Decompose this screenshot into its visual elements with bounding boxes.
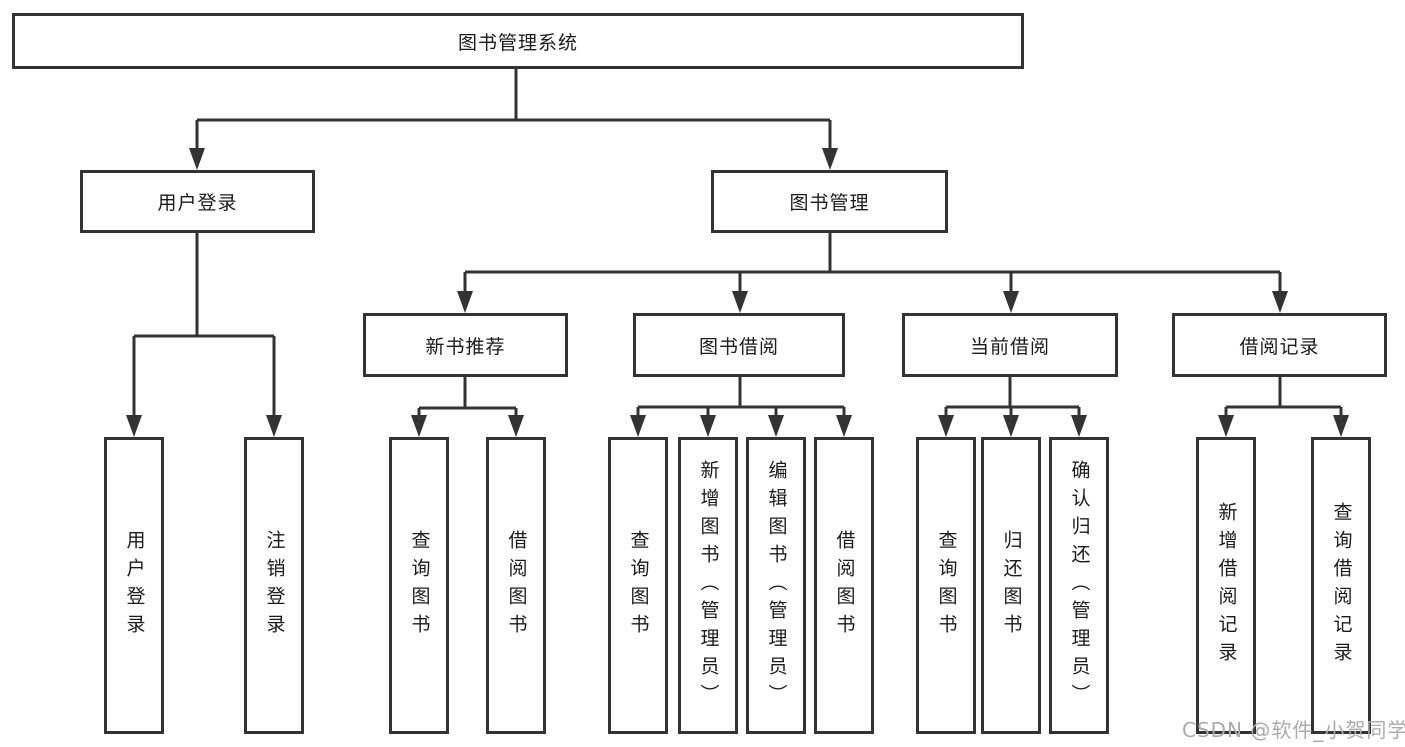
leaf-query-books-1-label: 查询图书 — [408, 529, 431, 642]
node-user-login: 用户登录 — [80, 170, 315, 233]
connector-user-login — [132, 233, 276, 417]
node-root-label: 图书管理系统 — [457, 31, 578, 54]
node-new-book-recommend-label: 新书推荐 — [425, 335, 506, 358]
leaf-user-login: 用户登录 — [104, 437, 164, 734]
node-root: 图书管理系统 — [12, 13, 1024, 69]
leaf-return-books-label: 归还图书 — [1000, 529, 1023, 642]
leaf-return-books: 归还图书 — [981, 437, 1041, 734]
node-book-borrow: 图书借阅 — [633, 313, 845, 377]
connector-new-book-recommend — [417, 377, 518, 417]
leaf-borrow-books-2-label: 借阅图书 — [833, 529, 856, 642]
leaf-query-books-2: 查询图书 — [608, 437, 668, 734]
leaf-borrow-books-1: 借阅图书 — [486, 437, 546, 734]
leaf-logout: 注销登录 — [244, 437, 304, 734]
leaf-add-books-admin-label: 新增图书（管理员） — [697, 459, 720, 712]
leaf-logout-label: 注销登录 — [263, 529, 286, 642]
leaf-add-books-admin: 新增图书（管理员） — [678, 437, 738, 734]
leaf-confirm-return-admin-label: 确认归还（管理员） — [1068, 459, 1091, 712]
connector-borrow-records — [1224, 377, 1343, 417]
leaf-query-borrow-record-label: 查询借阅记录 — [1330, 501, 1353, 670]
node-book-borrow-label: 图书借阅 — [698, 335, 779, 358]
leaf-confirm-return-admin: 确认归还（管理员） — [1049, 437, 1109, 734]
leaf-edit-books-admin: 编辑图书（管理员） — [746, 437, 806, 734]
leaf-edit-books-admin-label: 编辑图书（管理员） — [765, 459, 788, 712]
leaf-add-borrow-record-label: 新增借阅记录 — [1215, 501, 1238, 670]
connector-current-borrow — [944, 377, 1081, 417]
connector-root — [195, 69, 832, 150]
node-borrow-records-label: 借阅记录 — [1239, 335, 1320, 358]
node-current-borrow: 当前借阅 — [902, 313, 1118, 377]
leaf-borrow-books-2: 借阅图书 — [814, 437, 874, 734]
connector-book-management — [463, 233, 1282, 293]
leaf-user-login-label: 用户登录 — [123, 529, 146, 642]
leaf-query-borrow-record: 查询借阅记录 — [1311, 437, 1371, 734]
arrowheads — [126, 148, 1349, 437]
leaf-add-borrow-record: 新增借阅记录 — [1196, 437, 1256, 734]
leaf-query-books-1: 查询图书 — [389, 437, 449, 734]
leaf-query-books-3-label: 查询图书 — [935, 529, 958, 642]
node-book-management: 图书管理 — [711, 170, 948, 233]
node-book-management-label: 图书管理 — [789, 192, 870, 214]
leaf-query-books-3: 查询图书 — [916, 437, 976, 734]
leaf-query-books-2-label: 查询图书 — [627, 529, 650, 642]
connector-book-borrow — [636, 377, 846, 417]
leaf-borrow-books-1-label: 借阅图书 — [505, 529, 528, 642]
node-current-borrow-label: 当前借阅 — [969, 335, 1050, 358]
node-user-login-label: 用户登录 — [157, 192, 238, 214]
node-new-book-recommend: 新书推荐 — [363, 313, 568, 377]
csdn-watermark: CSDN @软件_小贺同学 — [1182, 718, 1405, 742]
node-borrow-records: 借阅记录 — [1172, 313, 1387, 377]
